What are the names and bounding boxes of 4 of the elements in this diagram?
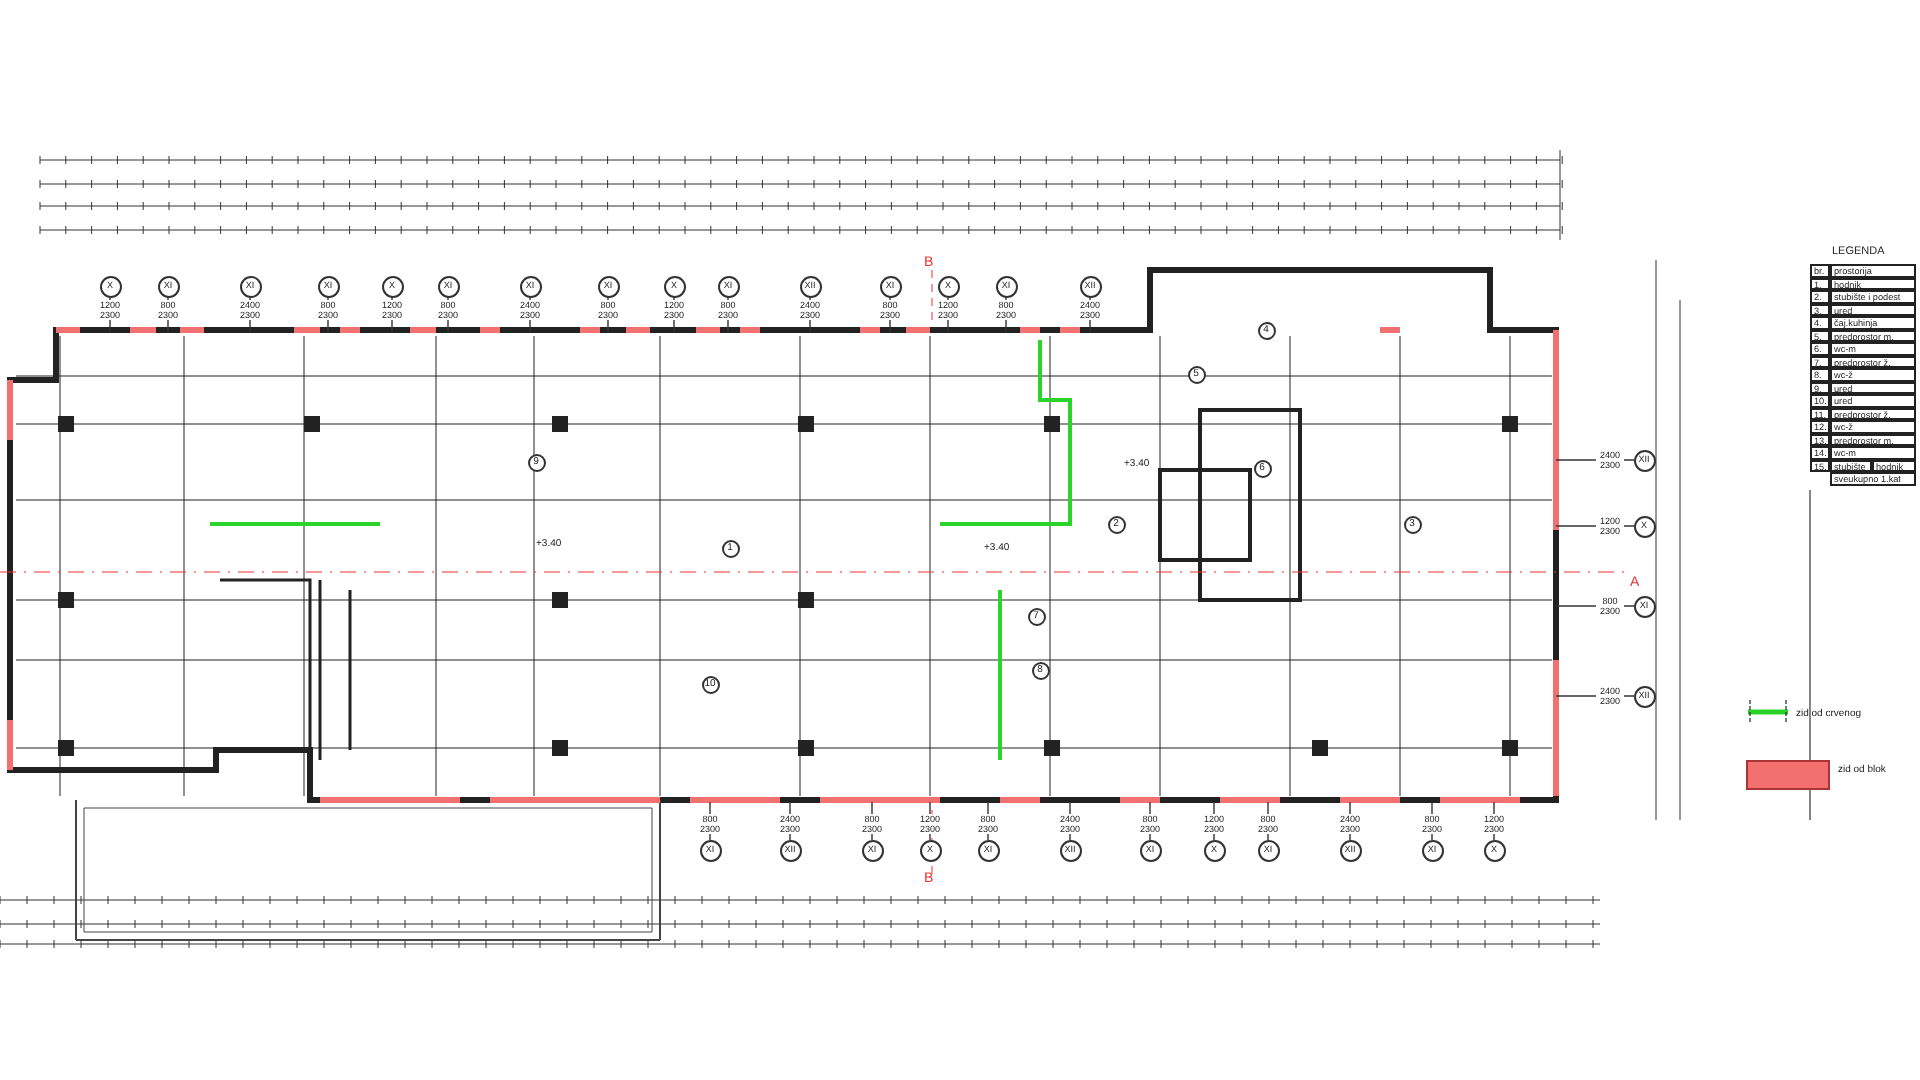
leader-line — [1555, 459, 1635, 461]
leader-line — [1555, 605, 1635, 607]
leader-line — [1555, 525, 1635, 527]
leader-line — [1555, 695, 1635, 697]
